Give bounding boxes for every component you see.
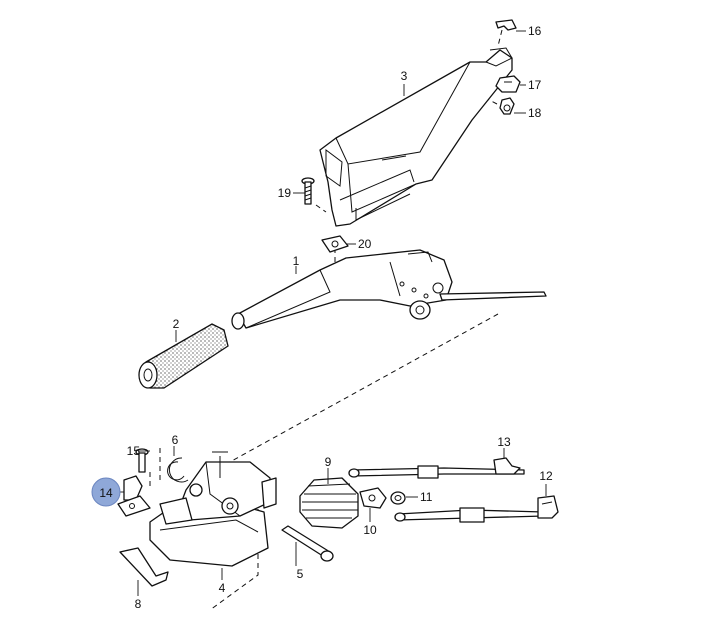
- part-5-pin: [281, 525, 334, 562]
- callout-18[interactable]: 18: [528, 106, 542, 120]
- callout-15[interactable]: 15: [127, 444, 141, 458]
- callout-5[interactable]: 5: [297, 567, 304, 581]
- leader-lines: [114, 30, 547, 596]
- part-12-clip: [537, 495, 559, 519]
- callout-3[interactable]: 3: [401, 69, 408, 83]
- part-18-screw: [499, 97, 515, 115]
- callout-13[interactable]: 13: [497, 435, 511, 449]
- callout-14[interactable]: 14: [99, 486, 113, 500]
- part-19-bolt: [301, 177, 315, 205]
- callout-8[interactable]: 8: [135, 597, 142, 611]
- part-14-bolt: [117, 475, 151, 517]
- part-10-clip: [359, 487, 387, 509]
- callout-9[interactable]: 9: [325, 455, 332, 469]
- callout-16[interactable]: 16: [528, 24, 542, 38]
- callout-6[interactable]: 6: [172, 433, 179, 447]
- callout-11[interactable]: 11: [420, 490, 433, 504]
- part-15-screw: [135, 448, 149, 473]
- part-8-spring-clip: [119, 547, 169, 587]
- part-4-bracket: [149, 451, 277, 567]
- part-2-grip: [138, 323, 229, 389]
- part-16-clip: [495, 19, 517, 31]
- callout-20[interactable]: 20: [358, 237, 372, 251]
- callout-17[interactable]: 17: [528, 78, 542, 92]
- callout-12[interactable]: 12: [539, 469, 553, 483]
- callout-10[interactable]: 10: [363, 523, 377, 537]
- callout-14-highlight[interactable]: [91, 477, 121, 507]
- callout-1[interactable]: 1: [293, 254, 300, 268]
- part-6-circlip: [167, 457, 189, 483]
- part-13-clip: [493, 457, 521, 475]
- callout-4[interactable]: 4: [219, 581, 226, 595]
- part-3-lever-cover: [319, 47, 513, 227]
- part-1-handbrake-lever: [231, 249, 547, 330]
- part-17-clip: [495, 75, 521, 93]
- callout-labels: 1 2 3 4 5 6 8 9 10 11 12 13 14 15 16 17 …: [99, 24, 553, 611]
- part-20-nut-plate: [321, 235, 349, 253]
- callout-19[interactable]: 19: [278, 186, 292, 200]
- part-9-boot: [299, 477, 359, 529]
- callout-2[interactable]: 2: [173, 317, 180, 331]
- brake-cables: [348, 465, 545, 523]
- part-11-grommet: [390, 491, 406, 505]
